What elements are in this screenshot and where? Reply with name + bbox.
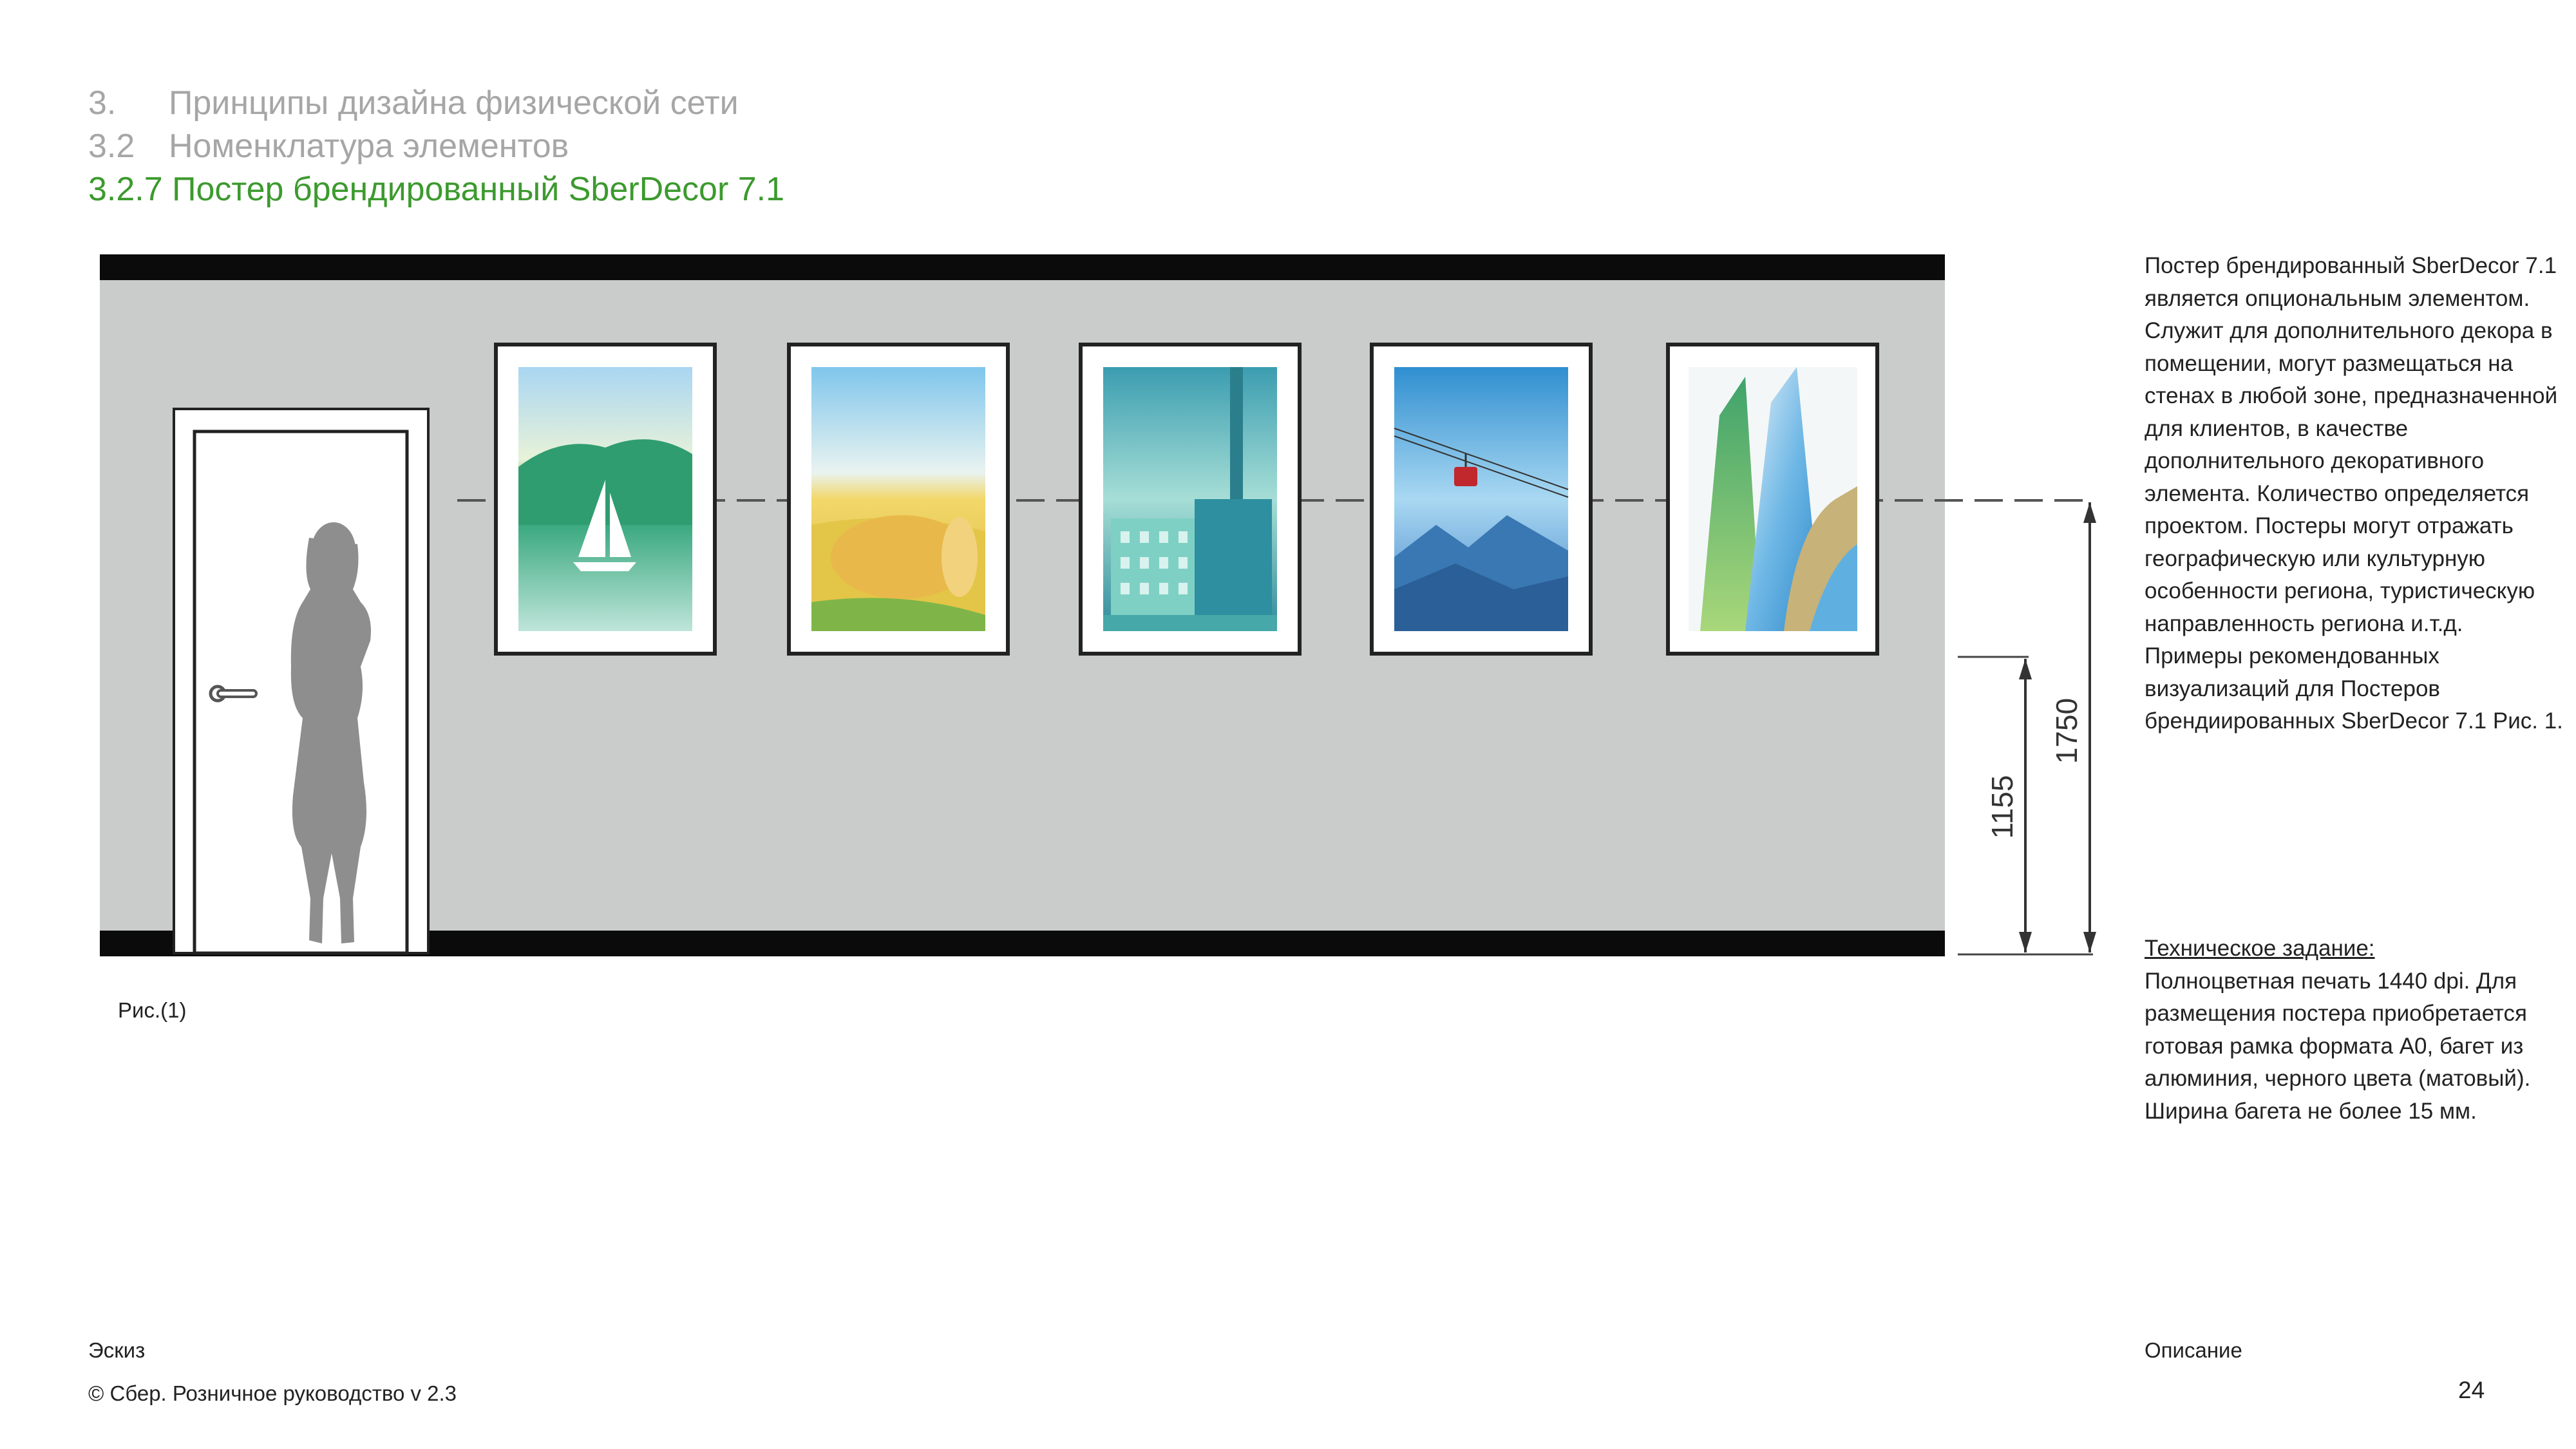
- subsection-heading: 3.2 Номенклатура элементов: [88, 127, 569, 166]
- section-title: Принципы дизайна физической сети: [169, 84, 739, 122]
- dimension-label-1750: 1750: [2050, 698, 2083, 764]
- poster-2-field-hay-roll: [787, 343, 1010, 656]
- poster-4-mountains-cable-car: [1370, 343, 1593, 656]
- poster-3-industrial-city: [1079, 343, 1302, 656]
- ceiling-band: [100, 254, 1945, 280]
- poster-1-lake-sailboat: [494, 343, 717, 656]
- footer-copyright: © Сбер. Розничное руководство v 2.3: [88, 1381, 457, 1405]
- door: [173, 408, 430, 955]
- page-title: 3.2.7 Постер брендированный SberDecor 7.…: [88, 171, 785, 208]
- figure-caption: Рис.(1): [118, 998, 187, 1022]
- section-heading: 3. Принципы дизайна физической сети: [88, 84, 739, 122]
- footer-description-label: Описание: [2145, 1338, 2242, 1362]
- footer-sketch-label: Эскиз: [88, 1338, 146, 1362]
- description-paragraph: Постер брендированный SberDecor 7.1 явля…: [2145, 253, 2558, 636]
- dimension-label-1155: 1155: [1985, 775, 2019, 839]
- technical-spec: Техническое задание: Полноцветная печать…: [2145, 933, 2570, 1128]
- poster-5-abstract-towers: [1666, 343, 1879, 656]
- subsection-title: Номенклатура элементов: [169, 128, 569, 165]
- subsection-number: 3.2: [88, 128, 135, 165]
- wall-elevation-drawing: 1155 1750: [100, 254, 2096, 956]
- section-number: 3.: [88, 84, 117, 122]
- technical-spec-title: Техническое задание:: [2145, 936, 2375, 961]
- page-number: 24: [2458, 1377, 2485, 1403]
- technical-spec-text: Полноцветная печать 1440 dpi. Для размещ…: [2145, 968, 2531, 1124]
- description-paragraph-examples: Примеры рекомендованных визуализаций для…: [2145, 643, 2563, 734]
- person-silhouette: [290, 522, 371, 943]
- description-text: Постер брендированный SberDecor 7.1 явля…: [2145, 250, 2570, 738]
